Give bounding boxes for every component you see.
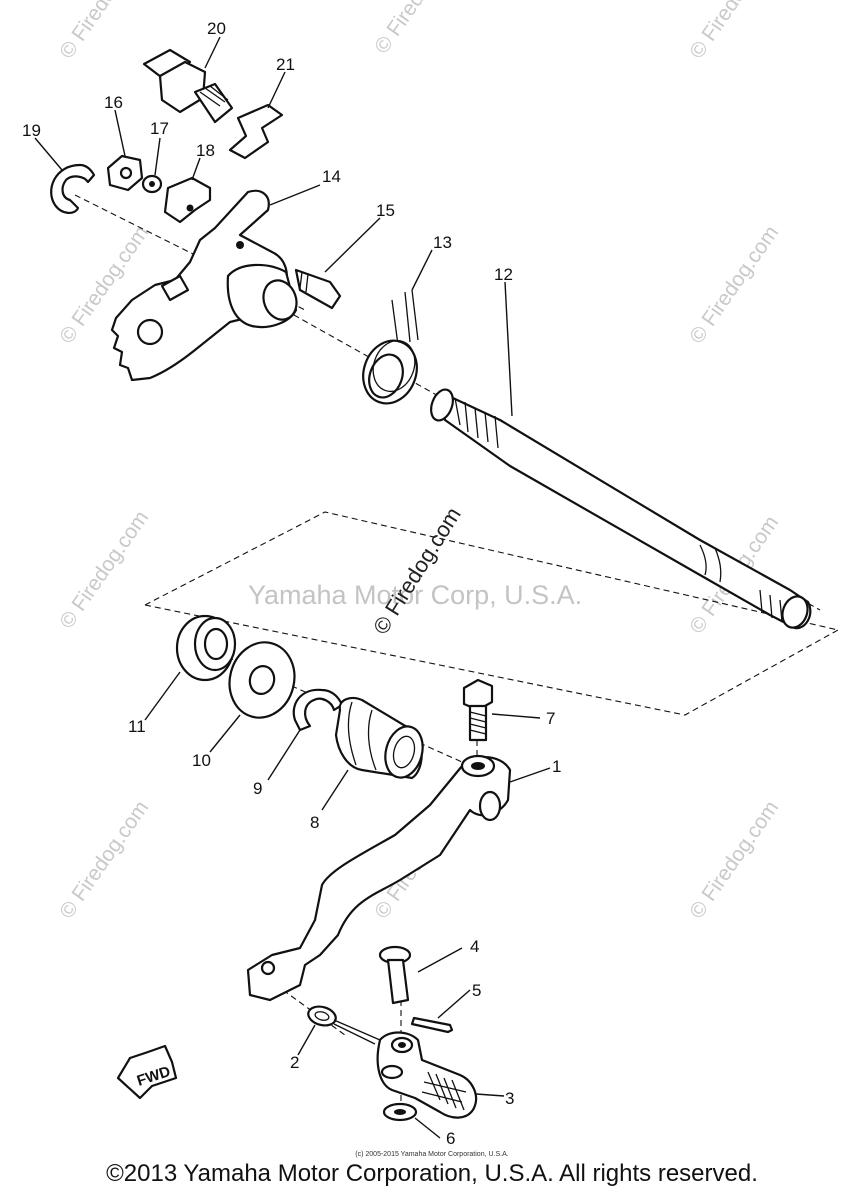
watermark: © Firedog.com xyxy=(370,0,468,58)
part-18-bracket xyxy=(163,176,212,224)
watermark-brand: Yamaha Motor Corp, U.S.A. xyxy=(248,580,582,610)
watermark: © Firedog.com xyxy=(55,0,153,63)
callout-19: 19 xyxy=(22,121,41,140)
watermark: © Firedog.com xyxy=(55,507,153,633)
part-10-washer xyxy=(228,641,296,719)
callout-16: 16 xyxy=(104,93,123,112)
callout-10: 10 xyxy=(192,751,211,770)
part-21-clip xyxy=(228,103,284,160)
callout-1: 1 xyxy=(552,757,561,776)
part-14-shift-plate xyxy=(110,189,298,382)
callout-13: 13 xyxy=(433,233,452,252)
callout-12: 12 xyxy=(494,265,513,284)
part-8-bushing xyxy=(334,696,424,780)
watermark: © Firedog.com xyxy=(685,797,783,923)
callout-7: 7 xyxy=(546,709,555,728)
callout-4: 4 xyxy=(470,937,479,956)
watermark: © Firedog.com xyxy=(685,0,783,63)
part-4-clevis-pin xyxy=(378,945,412,1005)
part-3-foot-peg xyxy=(376,1031,478,1119)
part-9-circlip xyxy=(292,688,344,732)
callout-6: 6 xyxy=(446,1129,455,1148)
part-20-bolt xyxy=(142,48,234,124)
watermark-layer: © Firedog.com © Firedog.com © Firedog.co… xyxy=(55,0,783,923)
leader-lines xyxy=(34,36,551,1139)
part-19-circlip xyxy=(50,163,96,214)
callout-8: 8 xyxy=(310,813,319,832)
callout-21: 21 xyxy=(276,55,295,74)
watermark-center: © Firedog.com xyxy=(368,503,466,639)
small-copyright: (c) 2005-2015 Yamaha Motor Corporation, … xyxy=(355,1151,509,1158)
footer-copyright: ©2013 Yamaha Motor Corporation, U.S.A. A… xyxy=(106,1160,758,1187)
callout-11: 11 xyxy=(128,717,146,736)
part-1-shift-pedal xyxy=(246,754,512,1002)
callouts: 20 21 16 17 18 19 14 15 13 12 11 10 9 8 … xyxy=(22,19,561,1148)
part-13-spring xyxy=(362,289,419,405)
watermark: © Firedog.com xyxy=(685,222,783,348)
part-16-nut xyxy=(106,154,144,192)
part-2-spring xyxy=(307,1005,381,1045)
fwd-arrow-icon: FWD xyxy=(116,1044,178,1100)
callout-9: 9 xyxy=(253,779,262,798)
callout-15: 15 xyxy=(376,201,395,220)
callout-17: 17 xyxy=(150,119,169,138)
part-15-pin xyxy=(294,268,342,310)
callout-2: 2 xyxy=(290,1053,299,1072)
callout-14: 14 xyxy=(322,167,341,186)
part-17-washer xyxy=(141,174,163,194)
part-12-shaft xyxy=(430,388,812,630)
watermark: © Firedog.com xyxy=(55,797,153,923)
part-11-oil-seal xyxy=(175,614,237,682)
part-6-washer xyxy=(382,1102,418,1122)
callout-5: 5 xyxy=(472,981,481,1000)
part-7-bolt xyxy=(462,678,494,742)
callout-20: 20 xyxy=(207,19,226,38)
callout-18: 18 xyxy=(196,141,215,160)
part-5-cotter-pin xyxy=(410,1016,454,1034)
callout-3: 3 xyxy=(505,1089,514,1108)
